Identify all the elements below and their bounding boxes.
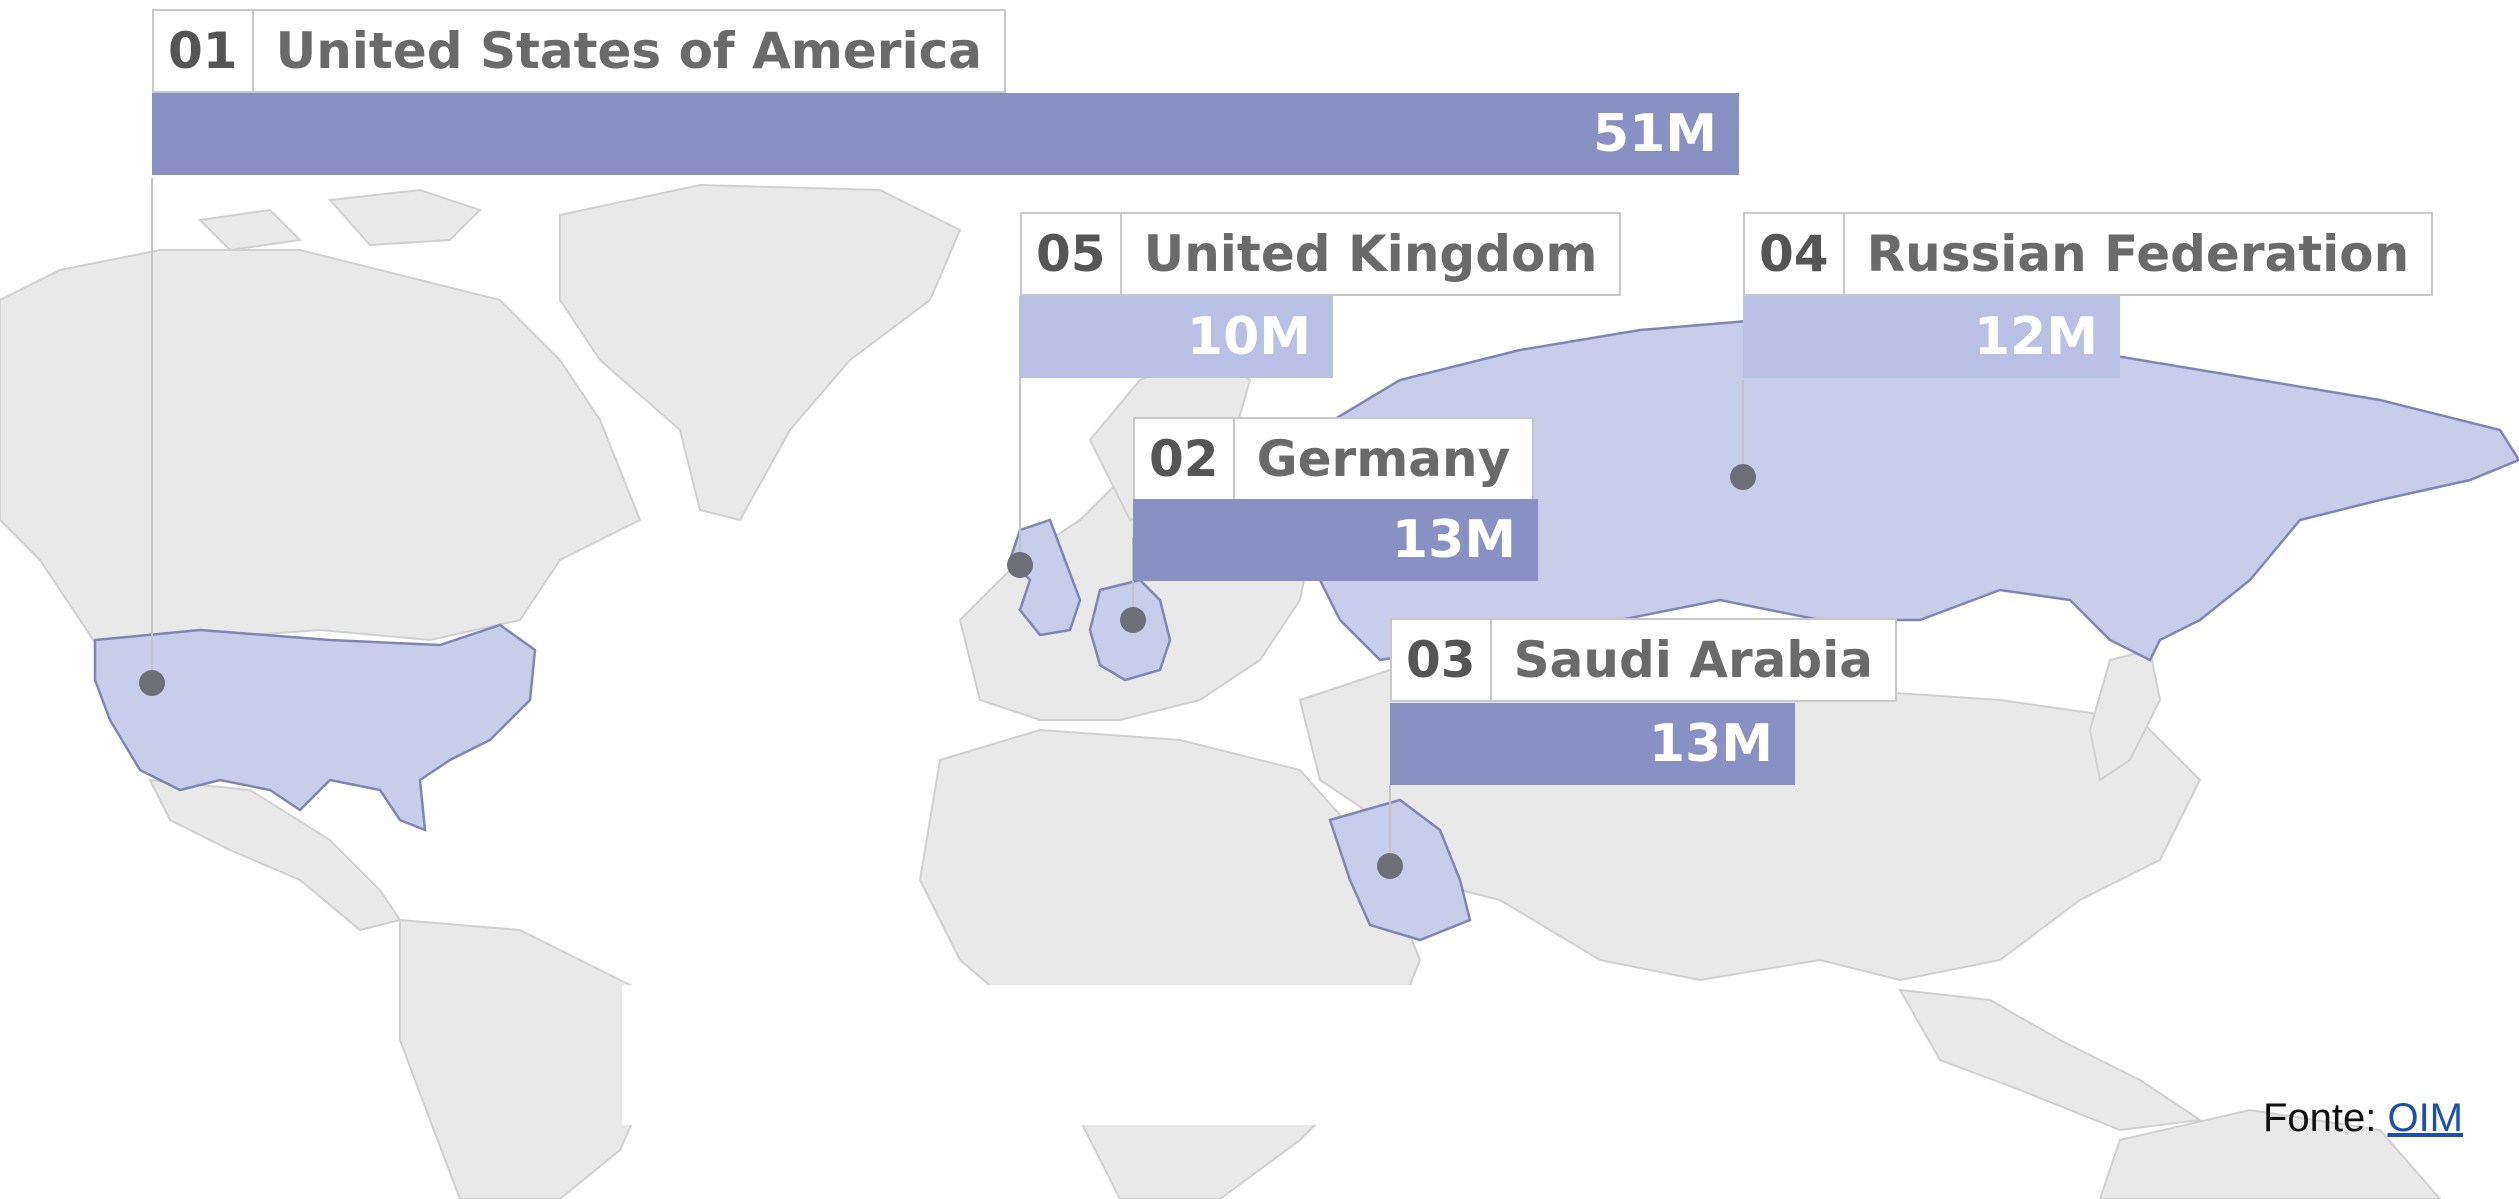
country-label-russia: 04 Russian Federation [1743,212,2434,296]
value-bar-saudi-arabia: 13M [1390,703,1795,785]
country-label-germany: 02 Germany [1133,417,1535,501]
uk-marker [1007,552,1033,578]
arctic-islands-shape [197,188,482,252]
country-name: Saudi Arabia [1513,631,1874,689]
rank-number: 01 [154,11,254,91]
country-name: United Kingdom [1143,225,1598,283]
value-label: 13M [1648,714,1773,774]
africa-shape [918,728,1422,1199]
country-label-usa: 01 United States of America [152,9,1006,93]
rank-number: 04 [1745,214,1845,294]
country-name: Germany [1256,430,1511,488]
rank-number: 05 [1022,214,1122,294]
country-name: Russian Federation [1866,225,2410,283]
saudi-arabia-marker [1377,853,1403,879]
country-label-saudi-arabia: 03 Saudi Arabia [1390,618,1898,702]
usa-marker [139,670,165,696]
blank-overlay [622,985,1894,1125]
southeast-asia-shape [1898,988,2203,1132]
value-bar-germany: 13M [1133,499,1538,581]
russia-marker [1730,464,1756,490]
rank-number: 02 [1135,419,1235,499]
value-label: 13M [1391,510,1516,570]
value-bar-uk: 10M [1020,296,1333,378]
value-label: 51M [1592,104,1717,164]
canada-shape [0,249,642,652]
value-bar-russia: 12M [1743,296,2120,378]
country-label-uk: 05 United Kingdom [1020,212,1622,296]
south-america-shape [399,918,662,1199]
source-link[interactable]: OIM [2387,1096,2463,1140]
greenland-shape [559,183,962,522]
value-bar-usa: 51M [152,93,1739,175]
mexico-shape [148,778,402,932]
australia-shape [2098,1108,2442,1199]
rank-number: 03 [1392,620,1492,700]
value-label: 12M [1973,307,2098,367]
source-note: Fonte: OIM [2263,1096,2463,1141]
germany-marker [1120,607,1146,633]
usa-highlight [93,623,537,832]
country-name: United States of America [275,22,982,80]
value-label: 10M [1186,307,1311,367]
source-prefix: Fonte: [2262,1096,2388,1140]
